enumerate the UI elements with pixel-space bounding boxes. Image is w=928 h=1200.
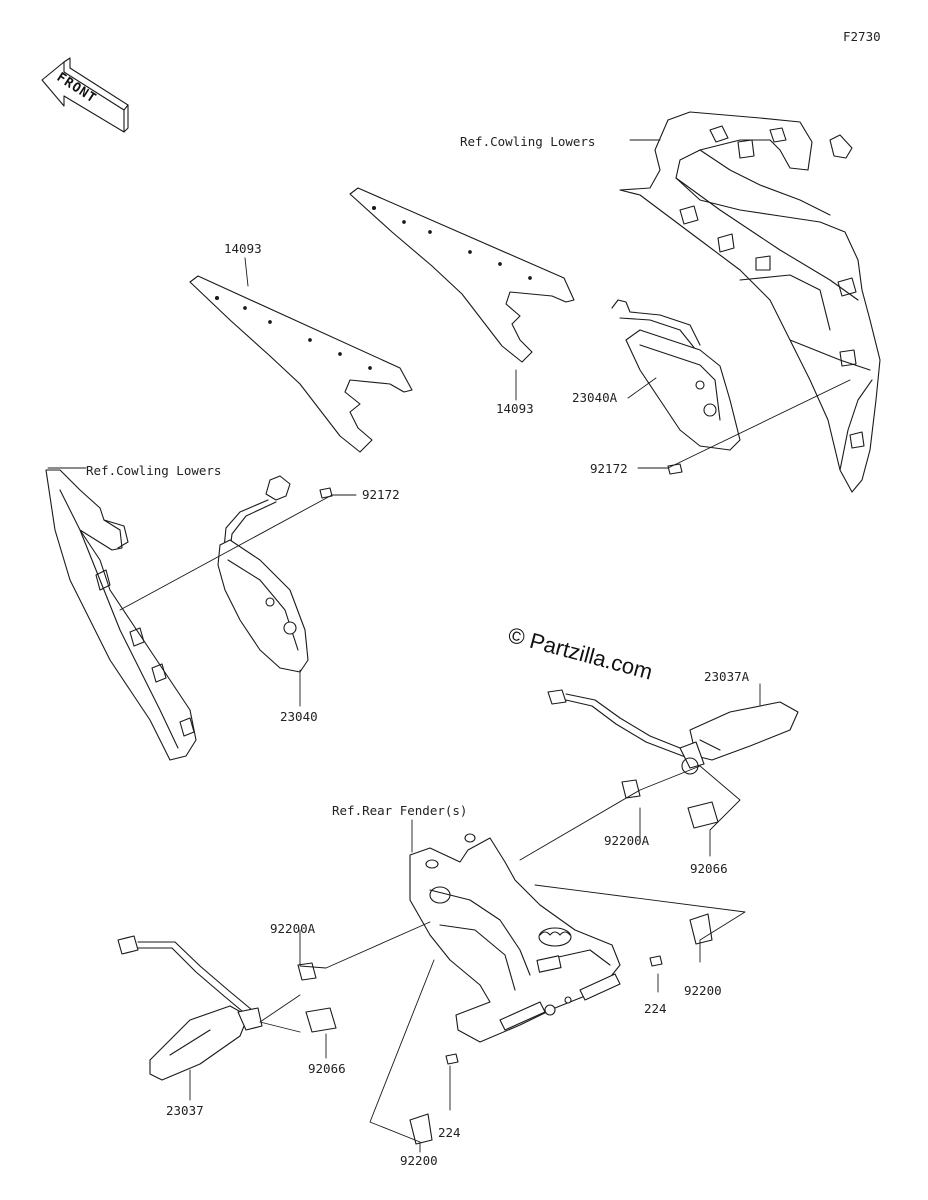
rear-fender (409, 833, 621, 1043)
label-92172-b[interactable]: 92172 (362, 487, 400, 502)
label-92066-a[interactable]: 92066 (690, 861, 728, 876)
front-arrow-icon (41, 57, 129, 133)
cowling-lower-left (45, 469, 197, 761)
label-23040a[interactable]: 23040A (572, 390, 618, 405)
label-92200a-b[interactable]: 92200A (270, 921, 316, 936)
label-23037a[interactable]: 23037A (704, 669, 750, 684)
ref-rear-fender: Ref.Rear Fender(s) (332, 803, 468, 818)
label-92066-b[interactable]: 92066 (308, 1061, 346, 1076)
ref-cowling-lowers-top: Ref.Cowling Lowers (460, 134, 596, 149)
label-23040[interactable]: 23040 (280, 709, 318, 724)
label-92200a-a[interactable]: 92200A (604, 833, 650, 848)
holder-92066-left-icon (305, 1007, 337, 1033)
label-14093-a[interactable]: 14093 (224, 241, 262, 256)
cowling-lower-right (619, 111, 881, 493)
diagram-code: F2730 (843, 29, 881, 44)
screw-224-bottom-icon (445, 1053, 459, 1065)
label-23037[interactable]: 23037 (166, 1103, 204, 1118)
clip-92200a-top-icon (621, 779, 641, 799)
clip-92200a-left-icon (297, 962, 317, 981)
screw-224-right-icon (649, 955, 663, 967)
lamp-23040a (611, 299, 741, 451)
label-92200-a[interactable]: 92200 (684, 983, 722, 998)
label-224-a[interactable]: 224 (644, 1001, 667, 1016)
label-92172-a[interactable]: 92172 (590, 461, 628, 476)
pad-14093-right (349, 187, 575, 363)
turn-signal-23037a (547, 689, 799, 775)
label-224-b[interactable]: 224 (438, 1125, 461, 1140)
label-92200-b[interactable]: 92200 (400, 1153, 438, 1168)
holder-92066-top-icon (687, 801, 719, 829)
ref-cowling-lowers-left: Ref.Cowling Lowers (86, 463, 222, 478)
clip-92200-right-icon (689, 913, 713, 945)
leader-lines (47, 139, 851, 1153)
turn-signal-23037 (117, 935, 263, 1081)
bolt-92172-left-icon (319, 487, 333, 499)
clip-92200-bottom-icon (409, 1113, 433, 1145)
bolt-92172-right-icon (667, 463, 683, 475)
pad-14093-left (189, 275, 413, 453)
lamp-23040 (217, 475, 309, 673)
label-14093-b[interactable]: 14093 (496, 401, 534, 416)
